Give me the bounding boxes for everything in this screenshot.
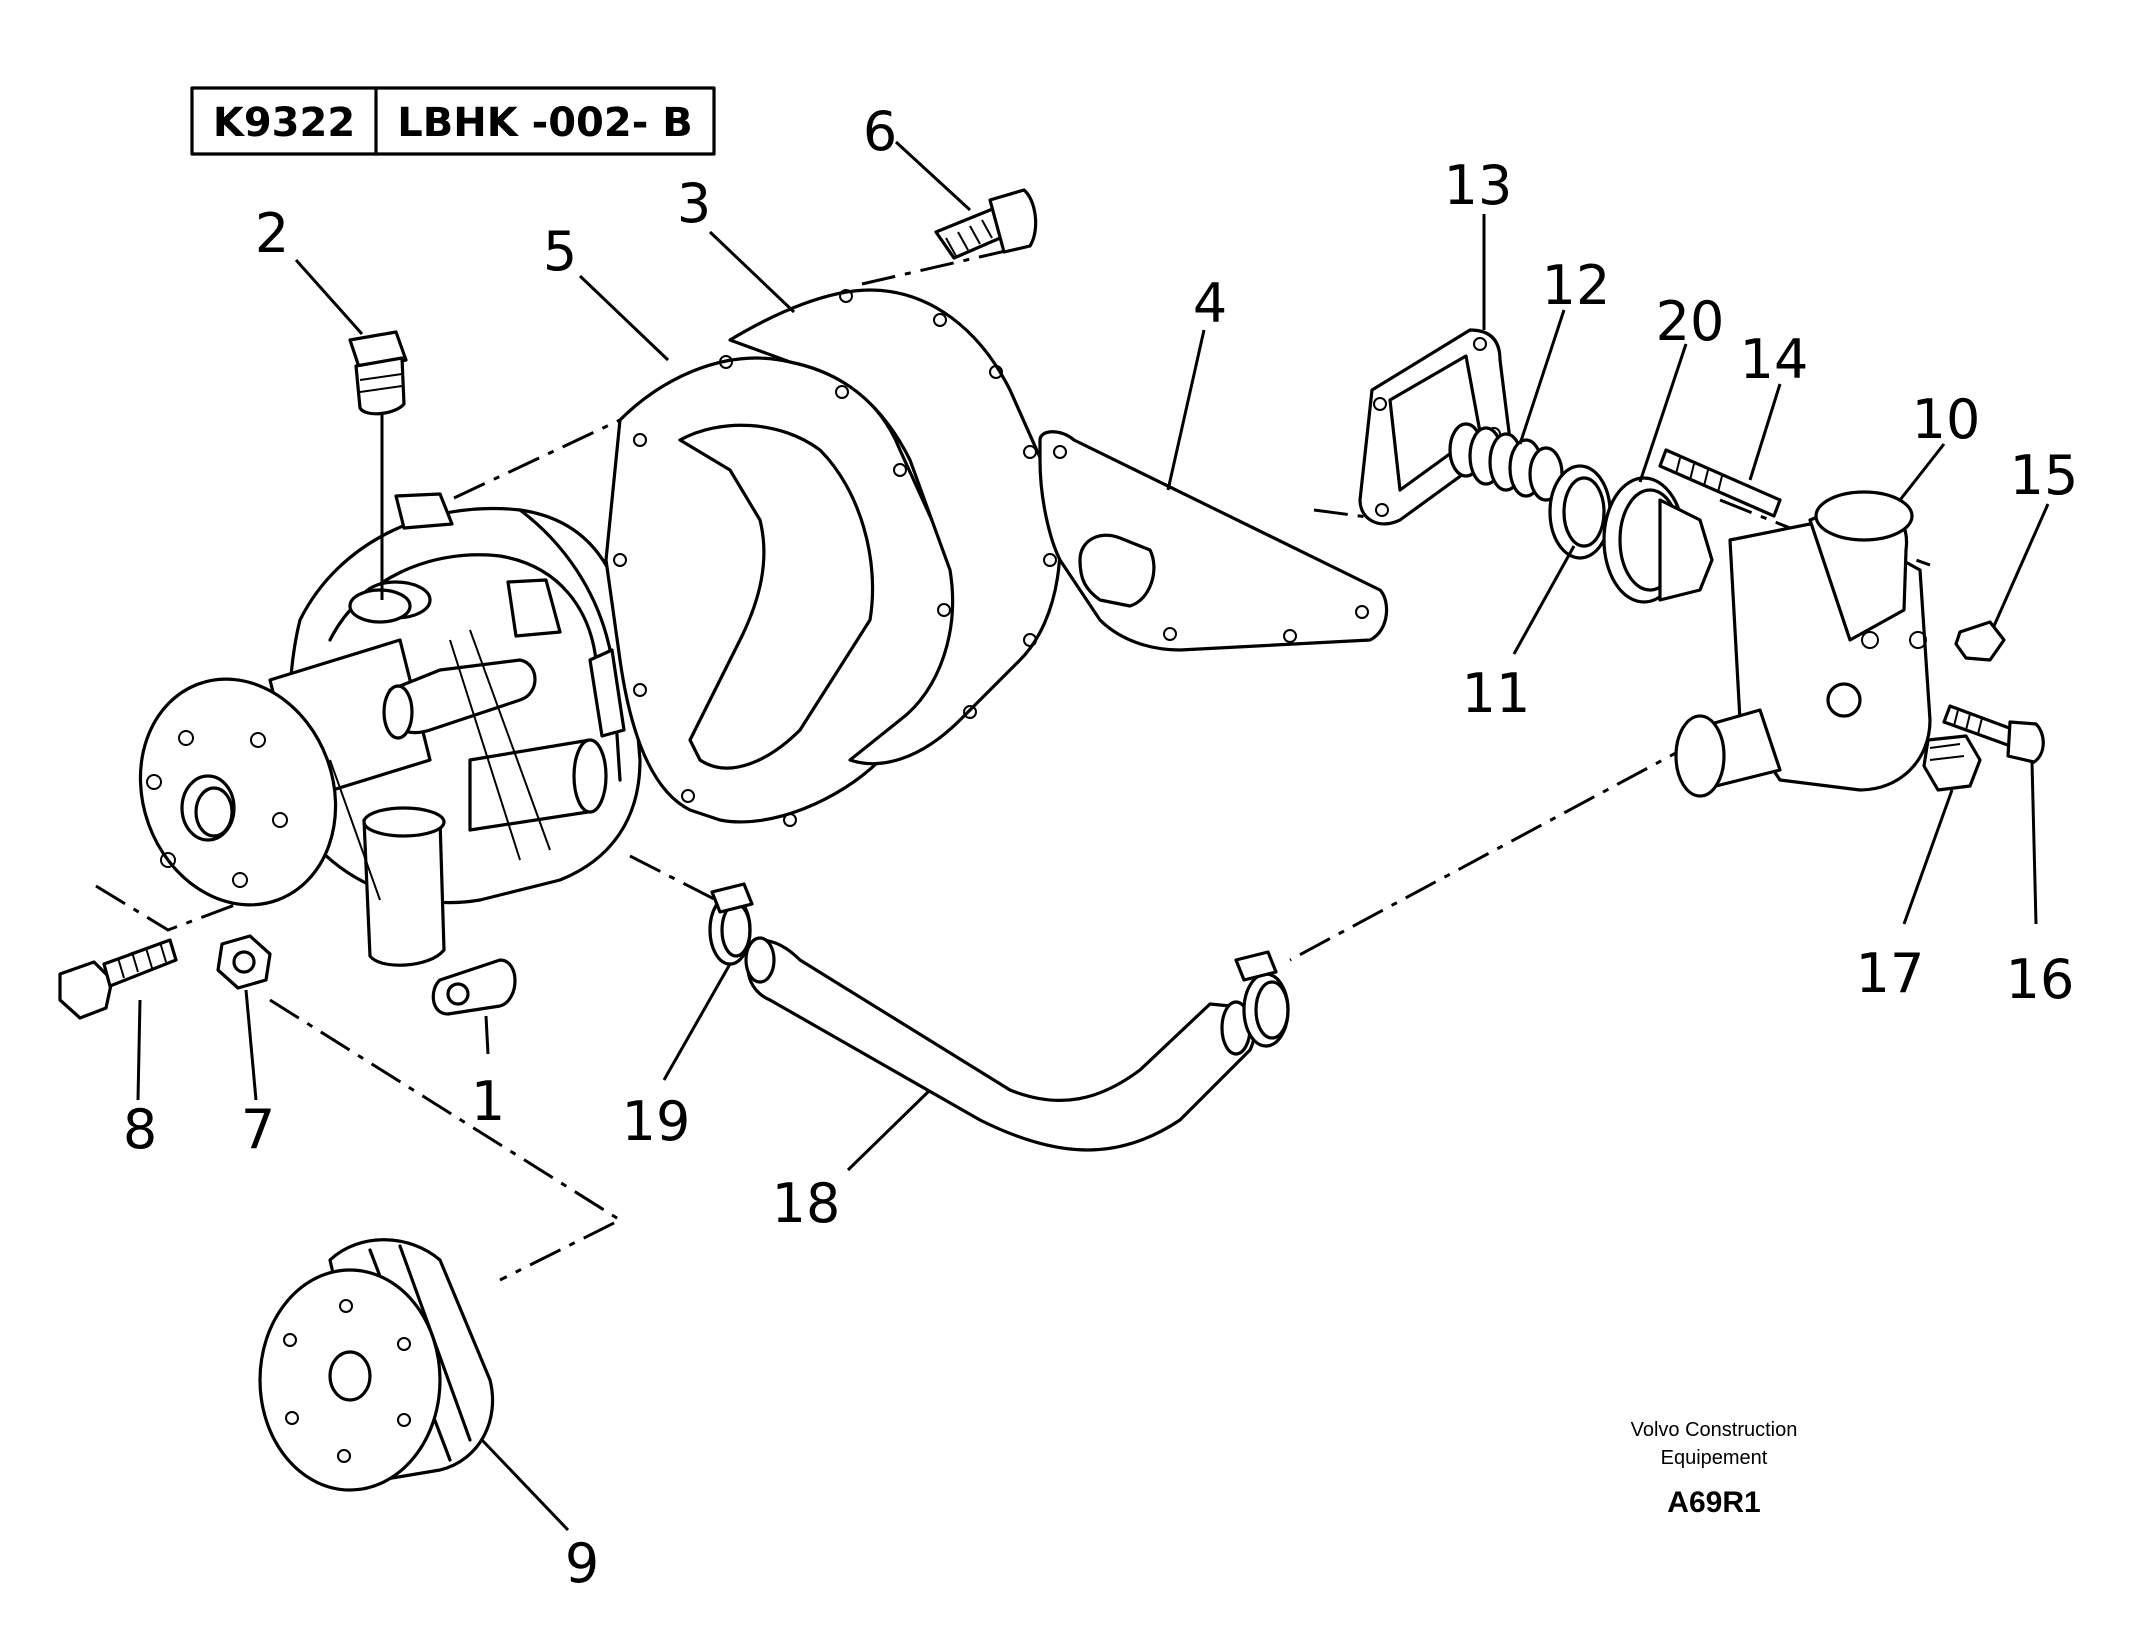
stud-part-14 — [1658, 448, 1782, 518]
callout-5: 5 — [543, 220, 577, 283]
callout-16: 16 — [2006, 948, 2075, 1011]
callout-7: 7 — [241, 1098, 275, 1161]
gasket-part-5 — [604, 355, 965, 827]
pump-drive-flange — [138, 677, 338, 907]
callout-14: 14 — [1740, 328, 1809, 391]
thermostat-part-20 — [1602, 476, 1714, 604]
thermostat-housing-part-10 — [1674, 490, 1932, 798]
bolt-part-6 — [934, 188, 1038, 260]
callout-10: 10 — [1912, 388, 1981, 451]
nut-part-15 — [1954, 620, 2006, 662]
callout-6: 6 — [863, 100, 897, 163]
callout-9: 9 — [565, 1532, 599, 1595]
gasket-part-13 — [1358, 328, 1512, 526]
callout-8: 8 — [123, 1098, 157, 1161]
callout-1: 1 — [471, 1070, 505, 1133]
brand-line-2: Equipement — [1661, 1447, 1768, 1469]
callout-2: 2 — [255, 202, 289, 265]
callout-3: 3 — [677, 172, 711, 235]
callout-13: 13 — [1444, 154, 1513, 217]
callout-20: 20 — [1656, 290, 1725, 353]
callout-4: 4 — [1193, 272, 1227, 335]
bracket-part-4 — [1038, 430, 1389, 652]
brand-block: Volvo Construction Equipement A69R1 — [1631, 1419, 1798, 1519]
callout-19: 19 — [622, 1090, 691, 1153]
seal-ring-part-11 — [1548, 464, 1612, 560]
callout-15: 15 — [2010, 444, 2079, 507]
part-code: K9322 — [213, 100, 355, 146]
reference-code: LBHK -002- B — [397, 100, 693, 146]
hose-clamp-part-19 — [708, 882, 754, 966]
hose-part-18 — [744, 936, 1256, 1152]
cover-plate-part-3 — [728, 288, 1062, 766]
plug-part-2 — [348, 330, 408, 600]
callout-18: 18 — [772, 1172, 841, 1235]
plug-part-17 — [1922, 734, 1982, 792]
bolt-part-8 — [58, 938, 178, 1020]
leader-lines — [136, 140, 2050, 1532]
water-pump-housing — [268, 492, 642, 1016]
pulley-part-9 — [258, 1238, 495, 1492]
header-reference-box: K9322 LBHK -002- B — [190, 86, 716, 156]
figure-id: A69R1 — [1667, 1486, 1760, 1519]
callout-17: 17 — [1856, 942, 1925, 1005]
callout-numbers: 1 2 3 4 5 6 7 8 9 10 11 12 13 14 15 16 1… — [123, 100, 2079, 1595]
nut-part-7 — [216, 934, 272, 990]
callout-11: 11 — [1462, 662, 1531, 725]
callout-12: 12 — [1542, 254, 1611, 317]
alignment-chains — [95, 248, 1931, 1282]
spring-part-12 — [1448, 422, 1564, 502]
bolt-part-16 — [1942, 704, 2045, 764]
hose-clamp-upper — [1234, 950, 1290, 1048]
brand-line-1: Volvo Construction — [1631, 1419, 1798, 1441]
